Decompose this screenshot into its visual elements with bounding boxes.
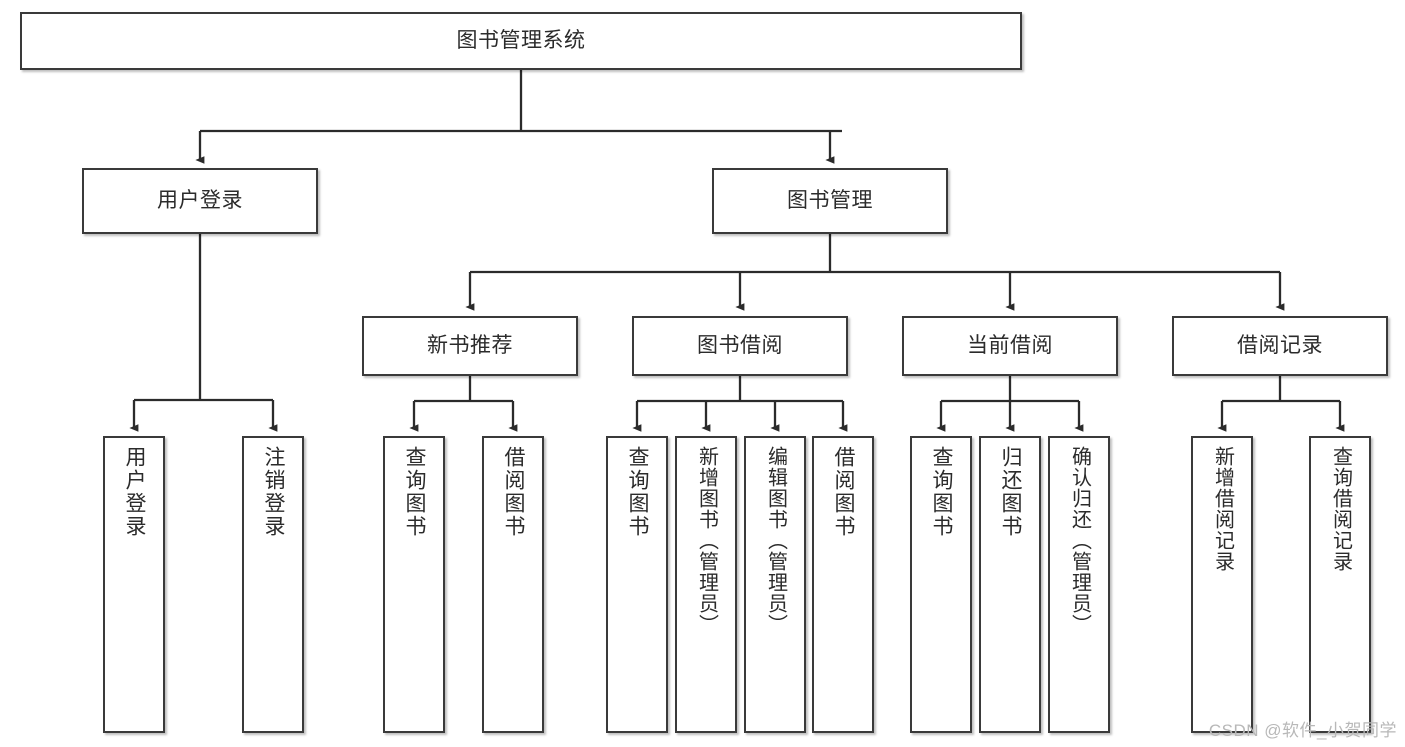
node-new-book-recommend[interactable]: 新书推荐 xyxy=(362,316,578,376)
node-new-book-recommend-label: 新书推荐 xyxy=(427,333,513,357)
leaf-node-add-book-admin-label: 新增图书（管理员） xyxy=(695,446,718,635)
node-user-login[interactable]: 用户登录 xyxy=(82,168,318,234)
leaf-node-edit-book-admin[interactable]: 编辑图书（管理员） xyxy=(744,436,806,733)
node-borrow-record-label: 借阅记录 xyxy=(1237,333,1323,357)
leaf-node-user-login-label: 用户登录 xyxy=(123,446,147,538)
leaf-node-confirm-return-admin[interactable]: 确认归还（管理员） xyxy=(1048,436,1110,733)
leaf-node-borrow-book-2[interactable]: 借阅图书 xyxy=(812,436,874,733)
node-book-management-label: 图书管理 xyxy=(787,188,873,212)
leaf-node-confirm-return-admin-label: 确认归还（管理员） xyxy=(1068,446,1091,635)
leaf-node-query-book-3[interactable]: 查询图书 xyxy=(910,436,972,733)
leaf-node-add-borrow-record-label: 新增借阅记录 xyxy=(1211,446,1234,572)
leaf-node-logout-label: 注销登录 xyxy=(262,446,286,538)
leaf-node-return-book[interactable]: 归还图书 xyxy=(979,436,1041,733)
node-book-borrow-label: 图书借阅 xyxy=(697,333,783,357)
node-root[interactable]: 图书管理系统 xyxy=(20,12,1022,70)
leaf-node-add-book-admin[interactable]: 新增图书（管理员） xyxy=(675,436,737,733)
leaf-node-query-book-3-label: 查询图书 xyxy=(930,446,954,538)
leaf-node-borrow-book-1-label: 借阅图书 xyxy=(502,446,526,538)
leaf-node-query-book-2-label: 查询图书 xyxy=(626,446,650,538)
node-book-borrow[interactable]: 图书借阅 xyxy=(632,316,848,376)
leaf-node-query-book-1-label: 查询图书 xyxy=(403,446,427,538)
leaf-node-add-borrow-record[interactable]: 新增借阅记录 xyxy=(1191,436,1253,733)
node-current-borrow-label: 当前借阅 xyxy=(967,333,1053,357)
node-current-borrow[interactable]: 当前借阅 xyxy=(902,316,1118,376)
leaf-node-borrow-book-2-label: 借阅图书 xyxy=(832,446,856,538)
leaf-node-user-login[interactable]: 用户登录 xyxy=(103,436,165,733)
leaf-node-query-borrow-record[interactable]: 查询借阅记录 xyxy=(1309,436,1371,733)
leaf-node-edit-book-admin-label: 编辑图书（管理员） xyxy=(764,446,787,635)
leaf-node-query-book-2[interactable]: 查询图书 xyxy=(606,436,668,733)
leaf-node-borrow-book-1[interactable]: 借阅图书 xyxy=(482,436,544,733)
node-root-label: 图书管理系统 xyxy=(456,28,586,52)
leaf-node-logout[interactable]: 注销登录 xyxy=(242,436,304,733)
watermark-text: CSDN @软件_小贺同学 xyxy=(1208,721,1397,740)
node-book-management[interactable]: 图书管理 xyxy=(712,168,948,234)
node-borrow-record[interactable]: 借阅记录 xyxy=(1172,316,1388,376)
leaf-node-query-borrow-record-label: 查询借阅记录 xyxy=(1329,446,1352,572)
leaf-node-return-book-label: 归还图书 xyxy=(999,446,1023,538)
leaf-node-query-book-1[interactable]: 查询图书 xyxy=(383,436,445,733)
node-user-login-label: 用户登录 xyxy=(157,188,243,212)
